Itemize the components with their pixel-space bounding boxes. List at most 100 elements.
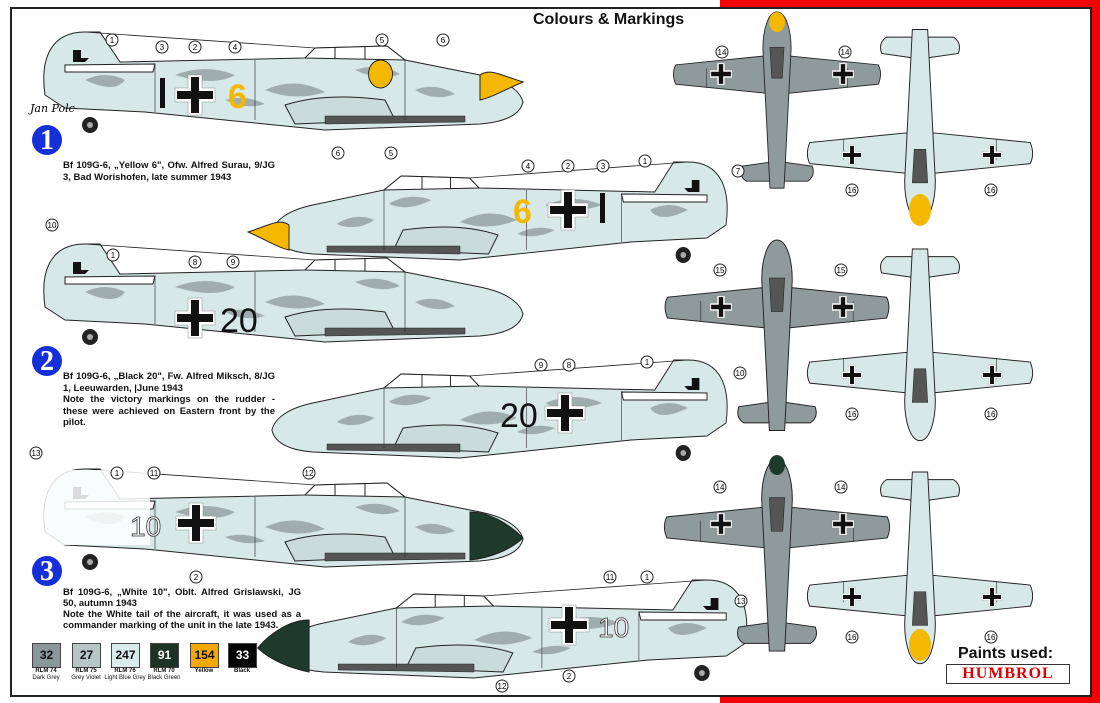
scheme-2-title: Bf 109G-6, „Black 20", Fw. Alfred Miksch…	[63, 371, 275, 394]
callout-number: 1	[111, 251, 116, 260]
paint-swatch: 33	[228, 643, 257, 668]
callout-marker: 13	[29, 446, 43, 460]
callout-marker: 16	[845, 630, 859, 644]
callout-marker: 2	[189, 570, 203, 584]
callout-number: 16	[987, 186, 996, 195]
callout-marker: 11	[147, 466, 161, 480]
callout-marker: 15	[834, 263, 848, 277]
scheme-badge-3: 3	[32, 556, 62, 587]
callout-number: 16	[848, 633, 857, 642]
profile-2-left-side: 20	[43, 243, 524, 346]
callout-number: 9	[231, 258, 236, 267]
callout-number: 13	[737, 597, 746, 606]
callout-marker: 2	[562, 669, 576, 683]
callout-marker: 12	[495, 679, 509, 693]
code-black-20-right: 20	[500, 397, 538, 435]
code-black-20: 20	[220, 302, 258, 340]
callout-number: 14	[716, 483, 725, 492]
callout-marker: 4	[521, 159, 535, 173]
callout-marker: 8	[562, 358, 576, 372]
callout-marker: 10	[733, 366, 747, 380]
callout-marker: 16	[845, 183, 859, 197]
callout-number: 1	[115, 469, 120, 478]
callout-marker: 13	[734, 594, 748, 608]
paint-name: Black	[233, 668, 250, 674]
callout-number: 4	[526, 162, 531, 171]
callout-number: 16	[987, 410, 996, 419]
callout-number: 14	[837, 483, 846, 492]
code-yellow-6-right: 6	[513, 193, 532, 231]
callout-number: 5	[380, 36, 385, 45]
callout-marker: 1	[638, 154, 652, 168]
callout-marker: 2	[561, 159, 575, 173]
scheme-3-caption: Bf 109G-6, „White 10", Oblt. Alfred Gris…	[63, 587, 301, 631]
page-title: Colours & Markings	[533, 11, 685, 28]
callout-marker: 14	[715, 45, 729, 59]
paints-used-label: Paints used:	[958, 645, 1054, 662]
callout-number: 3	[160, 43, 165, 52]
callout-marker: 12	[302, 466, 316, 480]
code-white-10-right: 10	[598, 612, 629, 643]
callout-number: 11	[150, 469, 159, 478]
code-white-10: 10	[130, 511, 161, 542]
callout-number: 2	[566, 162, 571, 171]
callout-number: 11	[606, 573, 615, 582]
callout-marker: 4	[228, 40, 242, 54]
paint-description: Dark Grey	[32, 675, 60, 681]
callout-marker: 1	[105, 33, 119, 47]
callout-number: 10	[48, 221, 57, 230]
profile-3-right-side: 10	[257, 579, 748, 682]
callout-number: 15	[837, 266, 846, 275]
callout-marker: 6	[436, 33, 450, 47]
callout-marker: 1	[110, 466, 124, 480]
callout-number: 1	[110, 36, 115, 45]
callout-number: 13	[32, 449, 41, 458]
callout-number: 14	[718, 48, 727, 57]
callout-marker: 16	[984, 183, 998, 197]
callout-number: 12	[498, 682, 507, 691]
artist-signature: Jan Polc	[28, 102, 75, 115]
scheme-1-caption: Bf 109G-6, „Yellow 6", Ofw. Alfred Surau…	[63, 160, 275, 183]
callout-marker: 8	[188, 255, 202, 269]
callout-number: 1	[645, 573, 650, 582]
profile-3-left-side: 10	[40, 468, 524, 571]
profile-1-right-side: 6	[246, 161, 728, 264]
paint-description: Grey Violet	[71, 675, 101, 681]
callout-marker: 15	[713, 263, 727, 277]
callout-marker: 9	[534, 358, 548, 372]
callout-number: 2	[194, 573, 199, 582]
callout-marker: 6	[331, 146, 345, 160]
scheme-2-note: Note the victory markings on the rudder …	[63, 394, 275, 428]
paint-name: RLM 75	[75, 668, 97, 674]
humbrol-logo: HUMBROL	[946, 664, 1070, 684]
callout-number: 14	[841, 48, 850, 57]
profile-1-left-side: 6 Jan Polc	[28, 31, 525, 134]
paint-swatch: 247	[111, 643, 140, 668]
callout-marker: 11	[603, 570, 617, 584]
callout-marker: 16	[984, 630, 998, 644]
paint-name: RLM 76	[114, 668, 136, 674]
callout-marker: 10	[45, 218, 59, 232]
paint-description: Light Blue Grey	[104, 675, 146, 681]
paint-name: RLM 70	[153, 668, 175, 674]
scheme-3-note: Note the White tail of the aircraft, it …	[63, 609, 301, 631]
callout-number: 3	[601, 162, 606, 171]
callout-number: 7	[736, 167, 741, 176]
callout-number: 8	[567, 361, 572, 370]
profile-2-right-side: 20	[271, 359, 728, 462]
callout-number: 16	[987, 633, 996, 642]
paint-swatch: 154	[190, 643, 219, 668]
callout-number: 16	[848, 186, 857, 195]
callout-number: 2	[193, 43, 198, 52]
paint-swatch: 32	[32, 643, 61, 668]
scheme-2-caption: Bf 109G-6, „Black 20", Fw. Alfred Miksch…	[63, 371, 275, 429]
callout-marker: 16	[984, 407, 998, 421]
scheme-badge-2: 2	[32, 346, 62, 377]
callout-marker: 3	[596, 159, 610, 173]
paint-swatch: 91	[150, 643, 179, 668]
paint-name: Yellow	[194, 668, 214, 674]
callout-marker: 3	[155, 40, 169, 54]
callout-number: 1	[645, 358, 650, 367]
